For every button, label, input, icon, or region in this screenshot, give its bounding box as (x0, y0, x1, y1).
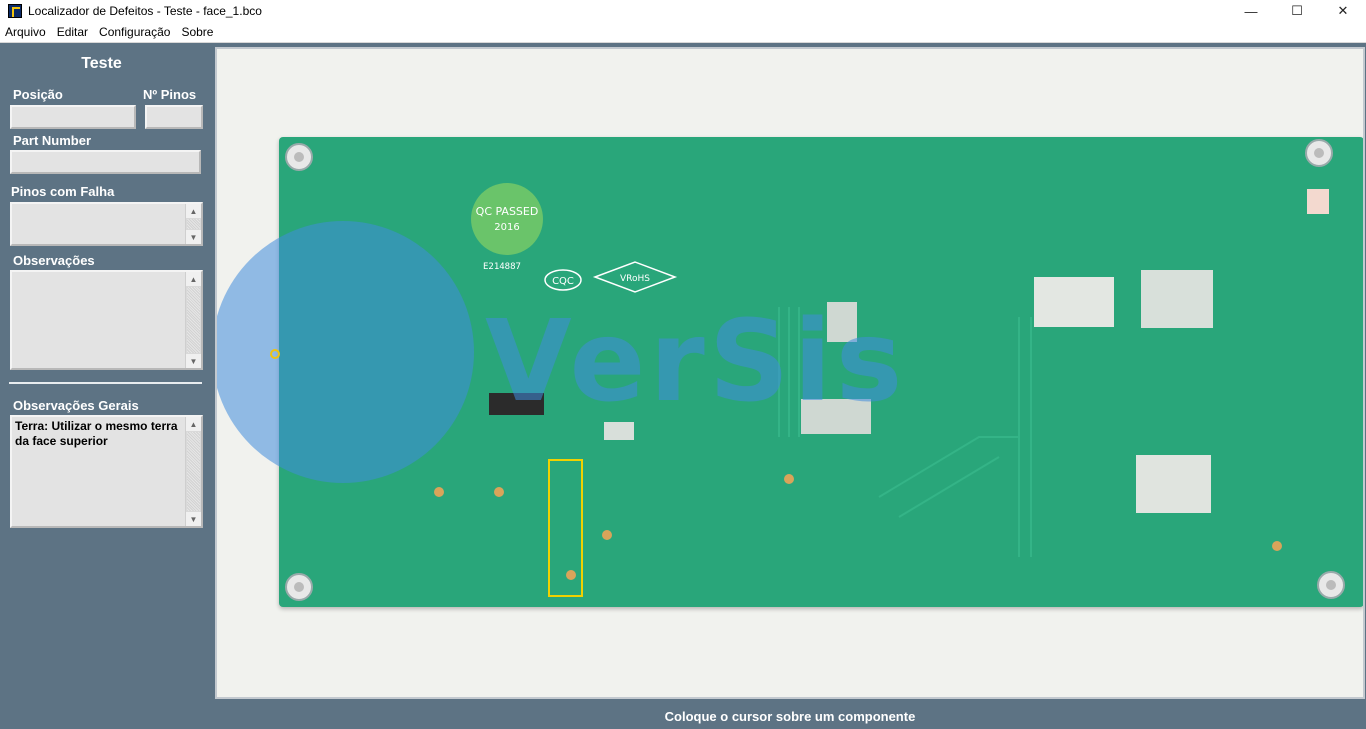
observacoes-scrollbar[interactable]: ▲ ▼ (185, 272, 201, 368)
qc-year: 2016 (494, 222, 519, 233)
observacoes-text (12, 272, 182, 276)
menu-bar: Arquivo Editar Configuração Sobre (0, 22, 1366, 43)
scroll-track[interactable] (187, 432, 200, 511)
title-bar: Localizador de Defeitos - Teste - face_1… (0, 0, 1366, 22)
panel-title: Teste (81, 55, 122, 72)
observacoes-label: Observações (13, 253, 95, 268)
window-title: Localizador de Defeitos - Teste - face_1… (28, 4, 262, 18)
watermark-text: VerSis (485, 297, 907, 427)
left-panel: Teste Posição Nº Pinos Part Number Pinos… (0, 43, 213, 707)
observacoes-gerais-scrollbar[interactable]: ▲ ▼ (185, 417, 201, 526)
watermark-logo-icon (217, 221, 474, 483)
part-number-label: Part Number (13, 133, 92, 148)
scroll-down-icon[interactable]: ▼ (186, 512, 201, 526)
menu-configuracao[interactable]: Configuração (99, 25, 171, 39)
pinos-falha-text (12, 204, 182, 208)
ul-mark: E214887 (483, 262, 521, 272)
observacoes-gerais-text: Terra: Utilizar o mesmo terra da face su… (15, 419, 178, 448)
scroll-track[interactable] (187, 219, 200, 229)
menu-arquivo[interactable]: Arquivo (5, 25, 46, 39)
board-image-viewer[interactable]: QC PASSED 2016 CQC VRoHS E214887 VerSis (215, 47, 1365, 699)
minimize-button[interactable]: — (1244, 3, 1258, 19)
cursor-marker-icon (270, 349, 280, 359)
cqc-mark: CQC (552, 276, 574, 287)
rohs-mark: VRoHS (620, 274, 650, 284)
observacoes-gerais-label: Observações Gerais (13, 398, 139, 413)
menu-sobre[interactable]: Sobre (181, 25, 214, 39)
scroll-down-icon[interactable]: ▼ (186, 354, 201, 368)
scroll-track[interactable] (187, 287, 200, 353)
scroll-up-icon[interactable]: ▲ (186, 272, 201, 286)
highlighted-component[interactable] (548, 459, 583, 597)
status-bar: Coloque o cursor sobre um componente (215, 704, 1365, 729)
menu-editar[interactable]: Editar (56, 25, 89, 39)
window-controls: — ☐ ✕ (1228, 0, 1366, 22)
pinos-label: Nº Pinos (143, 87, 197, 102)
scroll-up-icon[interactable]: ▲ (186, 417, 201, 431)
qc-label: QC PASSED (476, 205, 539, 218)
scroll-up-icon[interactable]: ▲ (186, 204, 201, 218)
observacoes-memo[interactable]: ▲ ▼ (10, 270, 203, 370)
pcb-details: QC PASSED 2016 CQC VRoHS E214887 (285, 139, 1345, 601)
pinos-falha-label: Pinos com Falha (11, 184, 115, 199)
observacoes-gerais-memo[interactable]: Terra: Utilizar o mesmo terra da face su… (10, 415, 203, 528)
posicao-label: Posição (13, 87, 63, 102)
scroll-down-icon[interactable]: ▼ (186, 230, 201, 244)
status-text: Coloque o cursor sobre um componente (664, 709, 916, 724)
close-button[interactable]: ✕ (1337, 3, 1349, 18)
pinos-falha-scrollbar[interactable]: ▲ ▼ (185, 204, 201, 244)
pinos-falha-memo[interactable]: ▲ ▼ (10, 202, 203, 246)
posicao-field[interactable] (10, 105, 136, 129)
app-icon (8, 4, 22, 18)
part-number-field[interactable] (10, 150, 201, 174)
pinos-field[interactable] (145, 105, 203, 129)
maximize-button[interactable]: ☐ (1291, 3, 1303, 18)
panel-divider (9, 382, 202, 384)
